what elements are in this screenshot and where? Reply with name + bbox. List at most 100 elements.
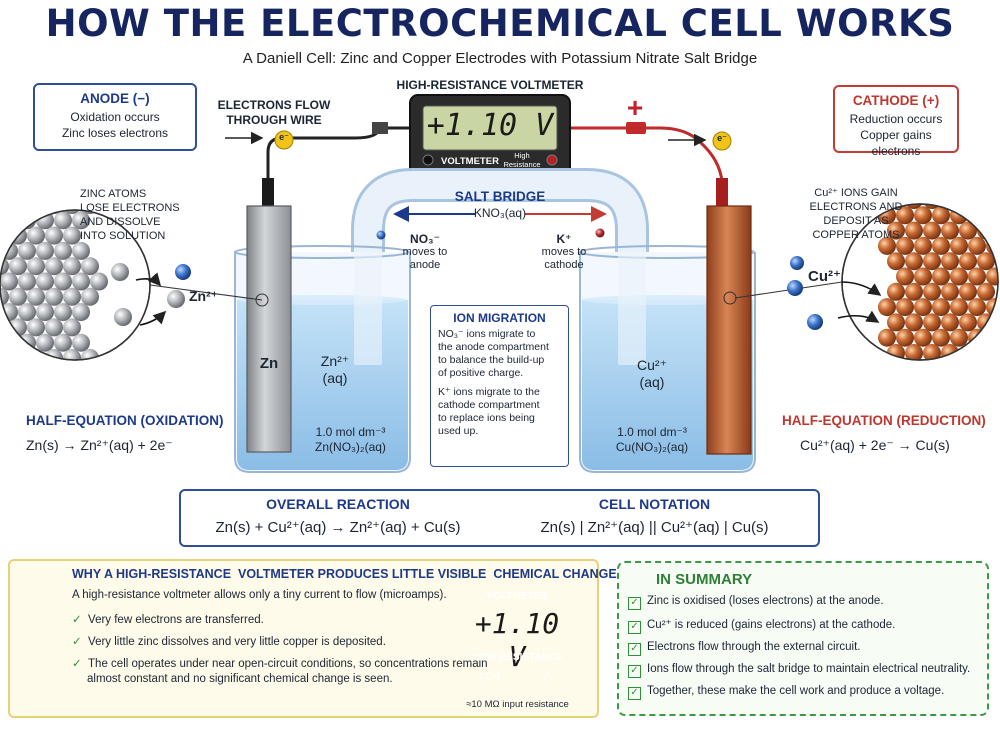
atom — [977, 282, 995, 301]
atom — [0, 257, 9, 276]
list-item: ✓Together, these make the cell work and … — [628, 685, 970, 700]
checkbox-icon: ✓ — [628, 687, 641, 700]
atom — [914, 236, 932, 255]
voltmeter-explanation-intro: A high-resistance voltmeter allows only … — [72, 589, 447, 601]
atom — [959, 282, 977, 301]
voltmeter-illustration-reading: +1.10 V — [474, 607, 560, 673]
checkbox-icon: ✓ — [628, 597, 641, 610]
atom — [0, 287, 9, 306]
copper-atom-lattice — [878, 204, 998, 360]
voltmeter-reading: +1.10 V — [426, 108, 554, 143]
atom — [90, 272, 108, 291]
atom — [932, 236, 950, 255]
ion-migration-box: ION MIGRATION NO₃⁻ ions migrate to the a… — [430, 305, 569, 467]
cell-notation-equation: Zn(s) | Zn²⁺(aq) || Cu²⁺(aq) | Cu(s) — [540, 519, 769, 536]
atom — [0, 226, 9, 245]
atom — [905, 221, 923, 240]
atom — [887, 221, 905, 240]
atom — [0, 210, 9, 214]
check-icon: ✓ — [72, 636, 82, 648]
atom — [63, 349, 81, 360]
atom — [968, 298, 986, 317]
atom — [959, 344, 977, 360]
atom — [923, 282, 941, 301]
electron-flow-label: ELECTRONS FLOW THROUGH WIRE — [217, 98, 331, 127]
atom — [950, 267, 968, 286]
atom — [81, 287, 99, 306]
atom — [27, 226, 45, 245]
atom — [923, 252, 941, 271]
atom — [887, 282, 905, 301]
atom — [959, 313, 977, 332]
atom — [914, 298, 932, 317]
atom — [63, 226, 81, 245]
list-item: ✓Cu²⁺ is reduced (gains electrons) at th… — [628, 617, 970, 634]
atom — [81, 257, 99, 276]
wire-clip-right — [626, 122, 646, 134]
cathode-line2: Copper gains electrons — [860, 128, 932, 158]
atom — [45, 318, 63, 337]
copper-electrode — [706, 205, 752, 455]
ion-migration-p2: K⁺ ions migrate to the cathode compartme… — [438, 386, 540, 437]
atom — [905, 252, 923, 271]
atom — [878, 236, 896, 255]
right-concentration: 1.0 mol dm⁻³ Cu(NO₃)₂(aq) — [615, 425, 689, 454]
electron-right — [712, 131, 732, 151]
atom — [923, 221, 941, 240]
atom — [18, 272, 36, 291]
zinc-electrode — [246, 205, 292, 453]
atom — [968, 236, 986, 255]
list-item: ✓ The cell operates under near open-circ… — [72, 658, 488, 670]
atom — [905, 313, 923, 332]
atom — [950, 328, 968, 347]
atom — [905, 344, 923, 360]
salt-bridge-formula: KNO₃(aq) — [473, 206, 527, 220]
atom — [72, 241, 90, 260]
atom — [45, 257, 63, 276]
atom — [72, 333, 90, 352]
atom — [914, 267, 932, 286]
voltmeter-illustration-title: VOLTMETER — [486, 591, 548, 602]
no3-label: NO₃⁻ moves to anode — [402, 232, 448, 271]
atom — [36, 272, 54, 291]
atom — [959, 221, 977, 240]
atom — [45, 226, 63, 245]
atom — [18, 241, 36, 260]
ion-migration-p1: NO₃⁻ ions migrate to the anode compartme… — [438, 328, 549, 379]
atom — [950, 236, 968, 255]
clip-zinc — [262, 178, 274, 208]
atom — [896, 298, 914, 317]
positive-terminal-sign: + — [626, 92, 644, 123]
atom — [27, 210, 45, 214]
overall-reaction-equation: Zn(s) + Cu²⁺(aq) → Zn²⁺(aq) + Cu(s) — [215, 519, 461, 536]
atom — [36, 241, 54, 260]
atom — [977, 344, 995, 360]
atom — [968, 206, 986, 225]
atom — [968, 267, 986, 286]
atom — [941, 252, 959, 271]
half-equation-reduction-heading: HALF-EQUATION (REDUCTION) — [782, 413, 986, 428]
summary-box — [617, 561, 989, 716]
atom — [941, 344, 959, 360]
list-item: ✓ Very little zinc dissolves and very li… — [72, 636, 386, 648]
cathode-label-box: CATHODE (+) Reduction occurs Copper gain… — [833, 85, 959, 158]
atom — [9, 349, 27, 360]
atom — [0, 211, 18, 230]
atom — [932, 328, 950, 347]
voltmeter-explanation-box — [8, 559, 599, 718]
zn-ion — [175, 264, 191, 280]
atom — [54, 303, 72, 322]
atom — [905, 282, 923, 301]
atom — [941, 204, 959, 209]
left-concentration: 1.0 mol dm⁻³ Zn(NO₃)₂(aq) — [315, 425, 386, 454]
atom — [887, 313, 905, 332]
atom — [54, 211, 72, 230]
zinc-electrode-label: Zn — [259, 355, 279, 372]
atom — [977, 204, 995, 209]
atom — [923, 313, 941, 332]
voltmeter-explanation-heading: WHY A HIGH-RESISTANCE VOLTMETER PRODUCES… — [72, 567, 617, 581]
zinc-atoms-caption: ZINC ATOMS LOSE ELECTRONS AND DISSOLVE I… — [80, 188, 180, 242]
list-item: ✓Ions flow through the salt bridge to ma… — [628, 663, 970, 678]
electron-left — [274, 130, 294, 150]
